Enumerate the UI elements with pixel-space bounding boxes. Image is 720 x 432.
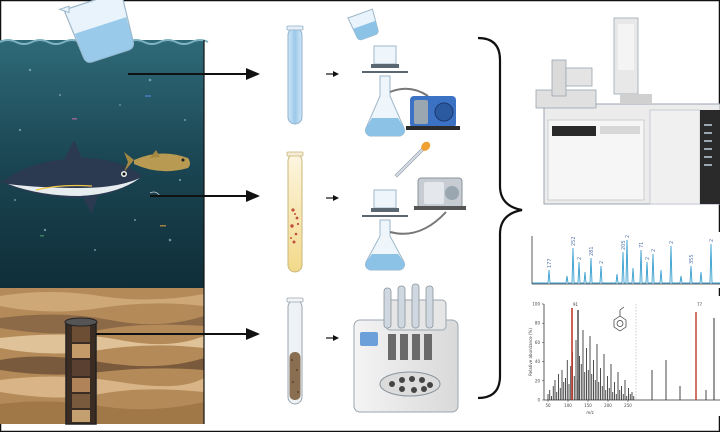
- spectrum-x-label: m/z: [586, 410, 593, 415]
- chromatogram-peak-label: 355: [689, 254, 695, 264]
- chromatogram-peak-label: 71: [639, 242, 645, 248]
- grouping-brace: [477, 36, 523, 400]
- microparticles: [14, 68, 186, 251]
- spectrum-x-tick-label: 200: [604, 403, 612, 408]
- chromatogram-peak-label: 252: [571, 236, 577, 246]
- spectrum-x-ticks: 50 100 150 200 250: [545, 400, 632, 408]
- vacuum-pump-icon-2: [414, 177, 466, 210]
- mass-spectrum-panel: Relative abundance (%) m/z 100806040200 …: [526, 296, 720, 416]
- chromatogram-peak-label: 205: [621, 240, 627, 250]
- spectrum-y-ticks: 100 80 60 40 20 0: [532, 302, 544, 403]
- extraction-instrument-icon: [353, 283, 459, 413]
- biota-sample-tube: [286, 151, 304, 273]
- small-fish-icon: [124, 150, 190, 172]
- chromatogram-peak-label: 2: [599, 261, 605, 264]
- spectrum-bars: [547, 308, 635, 400]
- chromatogram-peak-label: 2: [709, 239, 715, 242]
- spectrum-y-label: Relative abundance (%): [528, 328, 533, 376]
- chromatogram-peak-label: 281: [589, 246, 595, 256]
- tuna-fish-icon: [0, 140, 142, 214]
- chromatogram-peak-label: 2: [669, 241, 675, 244]
- spectrum-y-tick-label: 0: [537, 398, 540, 403]
- sediment-core-icon: [64, 317, 98, 425]
- filtration-setup-water: [347, 8, 460, 137]
- benzene-structure-icon: [613, 306, 627, 332]
- small-arrows: [326, 71, 339, 341]
- chromatogram-panel: 177 252 2 281 2 205 2 71 2 2 2 355 2: [526, 232, 720, 288]
- spectrum-peak-label: 91: [573, 302, 579, 307]
- spectrum-x-tick-label: 100: [564, 403, 572, 408]
- chromatogram-peak-label: 2: [625, 235, 631, 238]
- flow-arrows: [96, 68, 260, 340]
- chromatogram-peak-labels: 177 252 2 281 2 205 2 71 2 2 2 355 2: [547, 235, 715, 268]
- water-panel: [0, 0, 209, 288]
- spectrum-peak-labels: 91 77: [573, 302, 703, 307]
- water-beaker-icon: [57, 0, 135, 63]
- chromatogram-peak-label: 2: [577, 257, 583, 260]
- sediment-panel: [0, 288, 204, 425]
- spectrum-y-tick-label: 80: [535, 321, 541, 326]
- spectrum-x-tick-label: 50: [545, 403, 551, 408]
- gc-ms-instrument-icon: [535, 17, 720, 205]
- chromatogram-peak-label: 177: [547, 258, 553, 268]
- spectrum-y-tick-label: 100: [532, 302, 540, 307]
- spectrum-y-tick-label: 60: [535, 340, 541, 345]
- spectrum-y-tick-label: 40: [535, 359, 541, 364]
- filtration-setup-biota: [362, 141, 466, 271]
- pour-beaker-icon: [347, 8, 379, 41]
- spectrum-x-tick-label: 150: [584, 403, 592, 408]
- chromatogram-peak-label: 2: [651, 249, 657, 252]
- water-sample-tube: [286, 25, 304, 125]
- chromatogram-trace: [532, 239, 720, 284]
- spectrum-peak-label: 77: [697, 302, 703, 307]
- spectrum-x-tick-label: 250: [624, 403, 632, 408]
- spectrum-right-bars: [651, 312, 715, 400]
- chromatogram-peak-label: 2: [645, 257, 651, 260]
- pipette-icon: [394, 141, 431, 178]
- sediment-sample-tube: [286, 297, 304, 405]
- spectrum-y-tick-label: 20: [535, 378, 541, 383]
- vacuum-pump-icon: [406, 96, 460, 130]
